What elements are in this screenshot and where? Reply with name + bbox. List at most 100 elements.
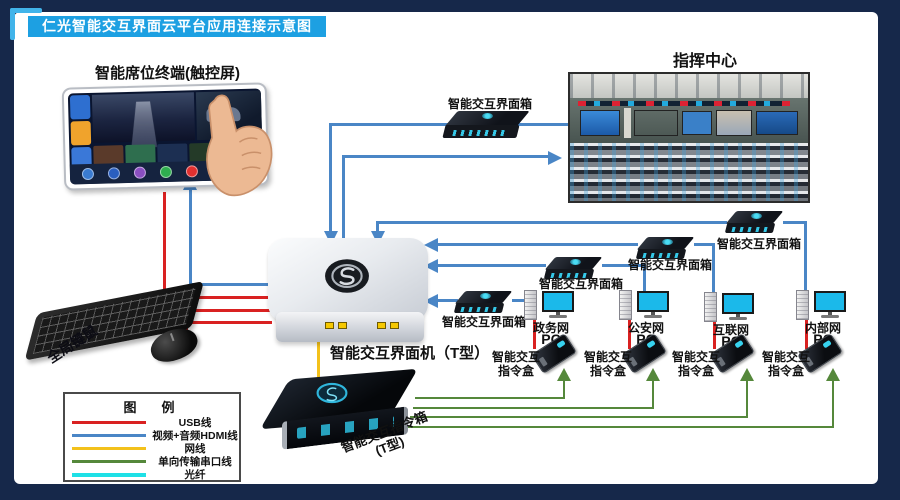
legend-swatch-usb [72, 421, 146, 424]
pod-label-line2: 指令盒 [767, 364, 804, 378]
hdmi-line [342, 155, 548, 158]
serial-line [563, 380, 565, 399]
hdmi-line [377, 221, 727, 224]
hdmi-line [376, 221, 379, 233]
monitor-base [821, 315, 839, 318]
pointing-hand-icon [187, 84, 290, 211]
photo-ticker [578, 101, 790, 106]
monitor-base [644, 315, 662, 318]
hdmi-line [329, 123, 332, 233]
legend-label: 网线 [184, 443, 206, 455]
pc-tower [704, 292, 717, 322]
hdmi-line [436, 264, 546, 267]
command-center-label: 指挥中心 [672, 53, 737, 70]
monitor-base [729, 317, 747, 320]
hdmi-line [436, 243, 638, 246]
interface-box-top-label: 智能交互界面箱 [447, 97, 532, 111]
app-tile [70, 120, 92, 146]
command-center-photo [568, 72, 810, 203]
main-unit-label: 智能交互界面机（T型） [330, 345, 490, 362]
hdmi-line [512, 299, 528, 302]
hdmi-line [804, 221, 807, 290]
command-unit-logo [316, 382, 348, 404]
serial-line [413, 407, 654, 409]
device-ports [460, 307, 498, 312]
usb-line [135, 309, 272, 312]
interface-box-label: 智能交互界面箱 [627, 258, 712, 272]
monitor-stand [651, 312, 655, 316]
touch-terminal-label: 智能席位终端(触控屏) [95, 65, 240, 82]
interface-box-label: 智能交互界面箱 [538, 277, 623, 291]
arrow-up-icon [557, 368, 571, 381]
usb-port [377, 322, 386, 329]
hdmi-line [783, 221, 807, 224]
monitor-stand [828, 312, 832, 316]
pod-label-line1: 智能交互 [761, 350, 810, 364]
interface-box-device [724, 209, 785, 235]
interface-box-device [635, 235, 696, 261]
dock-icon [159, 165, 173, 179]
corner-accent [10, 8, 42, 13]
mouse-scroll [169, 333, 175, 342]
interface-box-label: 智能交互界面箱 [441, 315, 526, 329]
legend-row: 网线 [65, 442, 239, 455]
pc-name: 政务网 [532, 321, 569, 335]
interface-box-device [453, 289, 514, 315]
legend-swatch-hdmi [72, 434, 146, 437]
monitor-stand [556, 312, 560, 316]
usb-port [325, 322, 334, 329]
legend-swatch-fiber [72, 472, 146, 477]
device-logo [751, 213, 763, 220]
page-title: 仁光智能交互界面云平台应用连接示意图 [28, 16, 326, 37]
pod-label-line2: 指令盒 [677, 364, 714, 378]
monitor-base [549, 315, 567, 318]
arrow-up-icon [646, 368, 660, 381]
serial-line [746, 380, 748, 418]
pc-tower [524, 290, 537, 320]
pc-name: 公安网 [627, 321, 664, 335]
pc-tower [796, 290, 809, 320]
serial-line [407, 426, 834, 428]
wall-screen [682, 111, 712, 135]
pod-light [822, 339, 832, 349]
interface-box-device [543, 255, 604, 281]
usb-port [390, 322, 399, 329]
legend: 图 例 USB线 视频+音频HDMI线 网线 单向传输串口线 光纤 [63, 392, 241, 482]
hdmi-line [342, 155, 345, 243]
pc-name: 内部网 [804, 321, 841, 335]
device-ports [731, 227, 769, 232]
serial-line [652, 380, 654, 409]
device-logo [662, 239, 674, 246]
pc-monitor [722, 293, 754, 314]
arrow-up-icon [826, 368, 840, 381]
photo-ceiling [570, 74, 808, 98]
device-logo [482, 113, 494, 120]
pod-label-line2: 指令盒 [497, 364, 534, 378]
legend-row: 光纤 [65, 468, 239, 481]
hdmi-line [436, 299, 458, 302]
wall-screen [634, 110, 678, 136]
usb-line [163, 192, 166, 299]
arrow-right-icon [548, 151, 562, 165]
usb-port [338, 322, 347, 329]
serial-line [410, 416, 748, 418]
hdmi-line [712, 243, 715, 293]
pod-label-line1: 智能交互 [671, 350, 720, 364]
pc-monitor [814, 291, 846, 312]
legend-swatch-network [72, 447, 146, 450]
pod-label-line1: 智能交互 [583, 350, 632, 364]
pod-light [646, 339, 656, 349]
dock-icon [133, 166, 147, 179]
legend-swatch-serial [72, 460, 146, 463]
arrow-left-icon [424, 238, 438, 252]
interface-box-label: 智能交互界面箱 [716, 237, 801, 251]
legend-row: 单向传输串口线 [65, 455, 239, 468]
usb-line [163, 296, 271, 299]
device-logo [570, 259, 582, 266]
pod-label-line1: 智能交互 [491, 350, 540, 364]
pod-light [734, 339, 744, 349]
command-pod-label: 智能交互 指令盒 [757, 350, 815, 378]
monitor-stand [736, 314, 740, 318]
device-ports [452, 130, 509, 137]
